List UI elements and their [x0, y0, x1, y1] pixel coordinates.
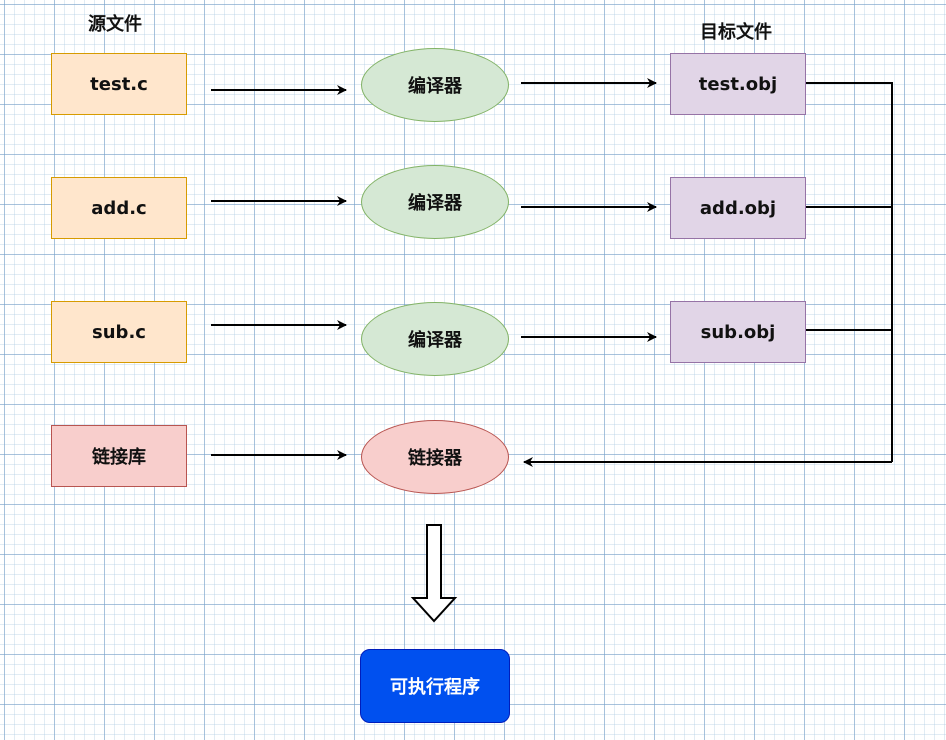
- object-file-test-obj: test.obj: [670, 53, 806, 115]
- source-file-add-c: add.c: [51, 177, 187, 239]
- down-arrow-icon: [410, 524, 458, 623]
- source-file-sub-c: sub.c: [51, 301, 187, 363]
- compiler-2: 编译器: [361, 165, 509, 239]
- link-library: 链接库: [51, 425, 187, 487]
- source-files-heading: 源文件: [88, 14, 142, 35]
- executable-program: 可执行程序: [360, 649, 510, 723]
- source-file-test-c: test.c: [51, 53, 187, 115]
- linker: 链接器: [361, 420, 509, 494]
- object-file-sub-obj: sub.obj: [670, 301, 806, 363]
- compiler-1: 编译器: [361, 48, 509, 122]
- object-file-add-obj: add.obj: [670, 177, 806, 239]
- compiler-3: 编译器: [361, 302, 509, 376]
- target-files-heading: 目标文件: [700, 22, 772, 43]
